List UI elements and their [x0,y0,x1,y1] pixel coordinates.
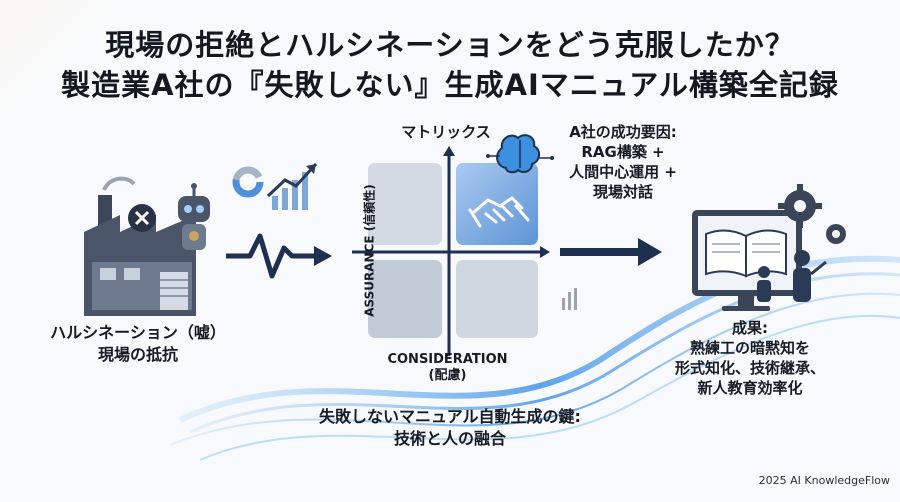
page-title-line2: 製造業A社の『失敗しない』生成AIマニュアル構築全記録 [61,68,839,102]
matrix-x-axis-label: CONSIDERATION (配慮) [350,352,545,384]
donut-chart-icon [232,166,264,198]
key-message-line: 技術と人の融合 [393,429,506,448]
matrix-title: マトリックス [401,123,491,141]
result-label-line: 新人教育効率化 [697,379,803,397]
key-message: 失敗しないマニュアル自動生成の鍵: 技術と人の融合 [275,406,625,450]
matrix-tile-bottom-left [368,260,442,338]
success-factors-line: RAG構築 + [581,143,665,161]
error-x-icon [128,204,156,232]
matrix-y-axis-label: ASSURANCE (信頼性) [362,184,377,317]
problem-label-line: ハルシネーション（嘘） [50,323,226,342]
key-message-line: 失敗しないマニュアル自動生成の鍵: [319,407,581,426]
result-label: 成果: 熟練工の暗黙知を 形式知化、技術継承、 新人教育効率化 [640,318,860,398]
matrix-axes [352,146,550,356]
monitor-book-icon [692,210,802,311]
zigzag-arrow [226,233,332,279]
growth-chart-icon [266,162,318,210]
people-icon [757,250,827,302]
problem-label-line: 現場の抵抗 [97,345,178,364]
result-label-line: 成果: [732,319,768,337]
matrix-tile-top-left [368,163,442,245]
matrix-tile-bottom-right [456,260,538,338]
matrix-x-axis-label-sub: (配慮) [428,368,467,383]
small-bars-icon [562,288,577,310]
success-factors-line: 現場対話 [592,183,653,201]
factory-icon [84,176,196,316]
matrix-x-axis-label-main: CONSIDERATION [387,352,508,367]
problem-label: ハルシネーション（嘘） 現場の抵抗 [18,322,258,366]
success-factors-line: 人間中心運用 + [569,163,677,181]
progress-arrow [560,238,662,266]
success-factors: A社の成功要因: RAG構築 + 人間中心運用 + 現場対話 [548,122,698,202]
footer-credit: 2025 AI KnowledgeFlow [758,474,890,487]
brain-circuit-icon [486,134,554,174]
result-label-line: 形式知化、技術継承、 [674,359,825,377]
success-factors-line: A社の成功要因: [569,123,677,141]
page-title-line1: 現場の拒絶とハルシネーションをどう克服したか？ [105,28,795,62]
gear-icon [778,184,846,244]
robot-icon [178,183,210,250]
result-label-line: 熟練工の暗黙知を [689,339,810,357]
handshake-icon [468,196,530,228]
